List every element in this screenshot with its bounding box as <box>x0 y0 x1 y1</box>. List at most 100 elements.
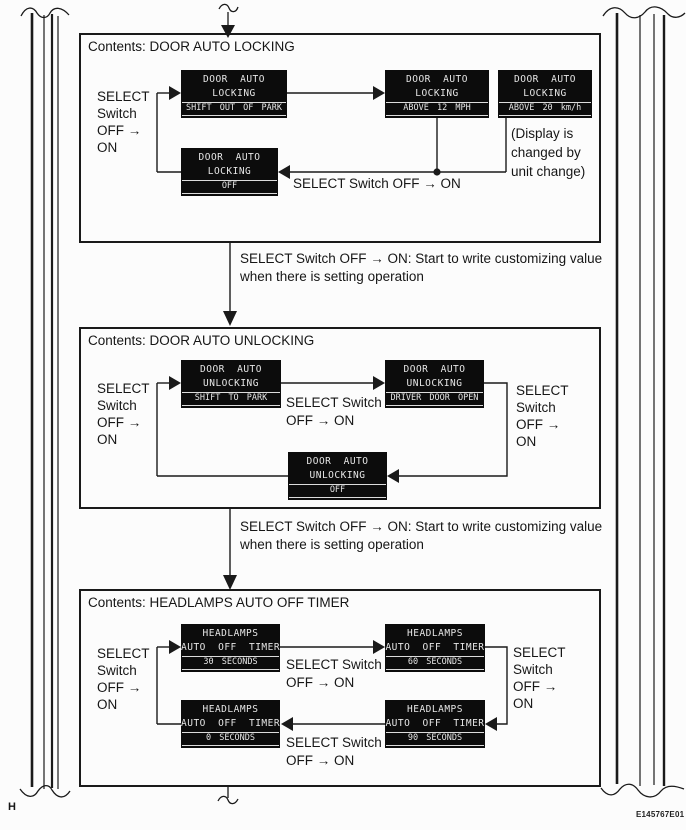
lcd-display-locking-above-20-kmh: DOOR AUTO LOCKING ABOVE 20 km/h <box>498 70 592 118</box>
arrow-into-90-seconds <box>485 717 497 731</box>
lcd-value: DRIVER DOOR OPEN <box>386 392 483 406</box>
block1-select-switch-label: SELECT Switch OFF → ON <box>97 88 150 156</box>
block2-title: Contents: DOOR AUTO UNLOCKING <box>88 333 315 348</box>
lcd-display-unlocking-off: DOOR AUTO UNLOCKING OFF <box>288 452 387 500</box>
label-line: SELECT <box>516 383 569 398</box>
label-line: ON <box>97 140 118 155</box>
label-line: ON <box>516 434 537 449</box>
lcd-line1: HEADLAMPS <box>202 704 259 715</box>
lcd-line2: LOCKING <box>212 88 256 99</box>
page-break-squiggle-bottom <box>217 786 239 805</box>
lcd-display-locking-above-12-mph: DOOR AUTO LOCKING ABOVE 12 MPH <box>385 70 489 118</box>
note-line: SELECT Switch OFF → ON: Start to write c… <box>240 519 603 534</box>
write-customizing-note-2: SELECT Switch OFF → ON: Start to write c… <box>240 518 602 553</box>
block2-select-switch-label-right: SELECT Switch OFF → ON <box>516 382 569 450</box>
note-line: when there is setting operation <box>240 536 424 552</box>
label-line: ON <box>97 432 118 447</box>
connector-1 <box>223 242 237 326</box>
label-line: Switch <box>97 398 137 413</box>
lcd-line1: DOOR AUTO <box>203 74 265 85</box>
torn-edge-left <box>19 7 71 798</box>
lcd-line2: LOCKING <box>523 88 567 99</box>
label-line: SELECT <box>97 381 150 396</box>
lcd-display-headlamps-30-seconds: HEADLAMPS AUTO OFF TIMER 30 SECONDS <box>181 624 280 672</box>
arrow-into-off <box>278 165 290 179</box>
lcd-display-unlocking-shift-to-park: DOOR AUTO UNLOCKING SHIFT TO PARK <box>181 360 281 408</box>
lcd-value: ABOVE 20 km/h <box>499 102 591 116</box>
lcd-line2: AUTO OFF TIMER <box>181 718 280 729</box>
lcd-line2: LOCKING <box>207 166 252 177</box>
lcd-value: OFF <box>289 484 386 498</box>
lcd-line1: DOOR AUTO <box>403 364 466 375</box>
lcd-line2: AUTO OFF TIMER <box>385 718 485 729</box>
page-letter: H <box>8 801 16 813</box>
label-line: Switch <box>97 663 137 678</box>
figure-code: E145767E01 <box>636 810 685 819</box>
label-line: OFF → <box>97 415 142 430</box>
label-line: OFF → <box>516 417 561 432</box>
lcd-display-headlamps-90-seconds: HEADLAMPS AUTO OFF TIMER 90 SECONDS <box>385 700 485 748</box>
lcd-line1: DOOR AUTO <box>514 74 576 85</box>
label-line: Switch <box>97 106 137 121</box>
arrow-into-60-seconds <box>373 640 385 654</box>
arrow-into-0-seconds <box>281 717 293 731</box>
torn-edge-right <box>600 6 686 798</box>
block3-select-switch-label-left: SELECT Switch OFF → ON <box>97 645 150 713</box>
lcd-value: OFF <box>182 180 277 194</box>
label-line: OFF → <box>97 680 142 695</box>
connector-2 <box>223 508 237 590</box>
lcd-display-headlamps-0-seconds: HEADLAMPS AUTO OFF TIMER 0 SECONDS <box>181 700 280 748</box>
lcd-display-locking-shift-out-of-park: DOOR AUTO LOCKING SHIFT OUT OF PARK <box>181 70 287 118</box>
arrow-into-above-12-mph <box>373 86 385 100</box>
label-line: OFF → <box>97 123 142 138</box>
lcd-value: SHIFT OUT OF PARK <box>182 102 286 116</box>
lcd-display-headlamps-60-seconds: HEADLAMPS AUTO OFF TIMER 60 SECONDS <box>385 624 485 672</box>
write-customizing-note-1: SELECT Switch OFF → ON: Start to write c… <box>240 250 602 285</box>
lcd-line2: UNLOCKING <box>203 378 259 389</box>
lcd-line1: DOOR AUTO <box>200 364 262 375</box>
note-line: (Display is <box>511 126 574 141</box>
label-line: SELECT <box>97 89 150 104</box>
page-break-squiggle-top <box>218 3 239 25</box>
lcd-line1: DOOR AUTO <box>306 456 369 467</box>
block2-select-switch-mid-label: SELECT Switch OFF → ON <box>286 394 382 430</box>
label-line: OFF → <box>513 679 558 694</box>
label-line: SELECT Switch <box>286 657 382 672</box>
label-line: Switch <box>513 662 553 677</box>
block3-select-switch-label-right: SELECT Switch OFF → ON <box>513 644 566 712</box>
lcd-value: 90 SECONDS <box>386 732 484 746</box>
arrow-into-unlock-off <box>387 469 399 483</box>
lcd-line1: DOOR AUTO <box>198 152 261 163</box>
label-line: OFF → ON <box>286 753 355 768</box>
block1-select-switch-inline-label: SELECT Switch OFF → ON <box>293 176 461 191</box>
arrow-into-shift-to-park <box>169 376 181 390</box>
block3-select-switch-top-mid-label: SELECT Switch OFF → ON <box>286 656 382 692</box>
lcd-line1: HEADLAMPS <box>202 628 259 639</box>
lcd-line2: LOCKING <box>415 88 459 99</box>
block3-select-switch-bottom-mid-label: SELECT Switch OFF → ON <box>286 734 382 770</box>
arrow-into-driver-door-open <box>373 376 385 390</box>
label-line: Switch <box>516 400 556 415</box>
lcd-line1: HEADLAMPS <box>407 628 463 639</box>
display-unit-change-note: (Display is changed by unit change) <box>511 124 585 181</box>
lcd-line1: HEADLAMPS <box>407 704 463 715</box>
lcd-value: 30 SECONDS <box>182 656 279 670</box>
lcd-line2: AUTO OFF TIMER <box>385 642 485 653</box>
lcd-display-locking-off: DOOR AUTO LOCKING OFF <box>181 148 278 196</box>
entry-arrow-down <box>221 25 235 38</box>
label-line: SELECT Switch <box>286 395 382 410</box>
label-line: ON <box>97 697 118 712</box>
lcd-line2: UNLOCKING <box>309 470 366 481</box>
label-line: SELECT <box>97 646 150 661</box>
lcd-display-unlocking-driver-door-open: DOOR AUTO UNLOCKING DRIVER DOOR OPEN <box>385 360 484 408</box>
lcd-line2: AUTO OFF TIMER <box>181 642 280 653</box>
label-line: OFF → ON <box>286 413 355 428</box>
lcd-value: SHIFT TO PARK <box>182 392 280 406</box>
note-line: unit change) <box>511 164 586 179</box>
lcd-value: 0 SECONDS <box>182 732 279 746</box>
label-line: ON <box>513 696 534 711</box>
arrow-into-30-seconds <box>169 640 181 654</box>
lcd-line2: UNLOCKING <box>406 378 463 389</box>
label-line: SELECT <box>513 645 566 660</box>
